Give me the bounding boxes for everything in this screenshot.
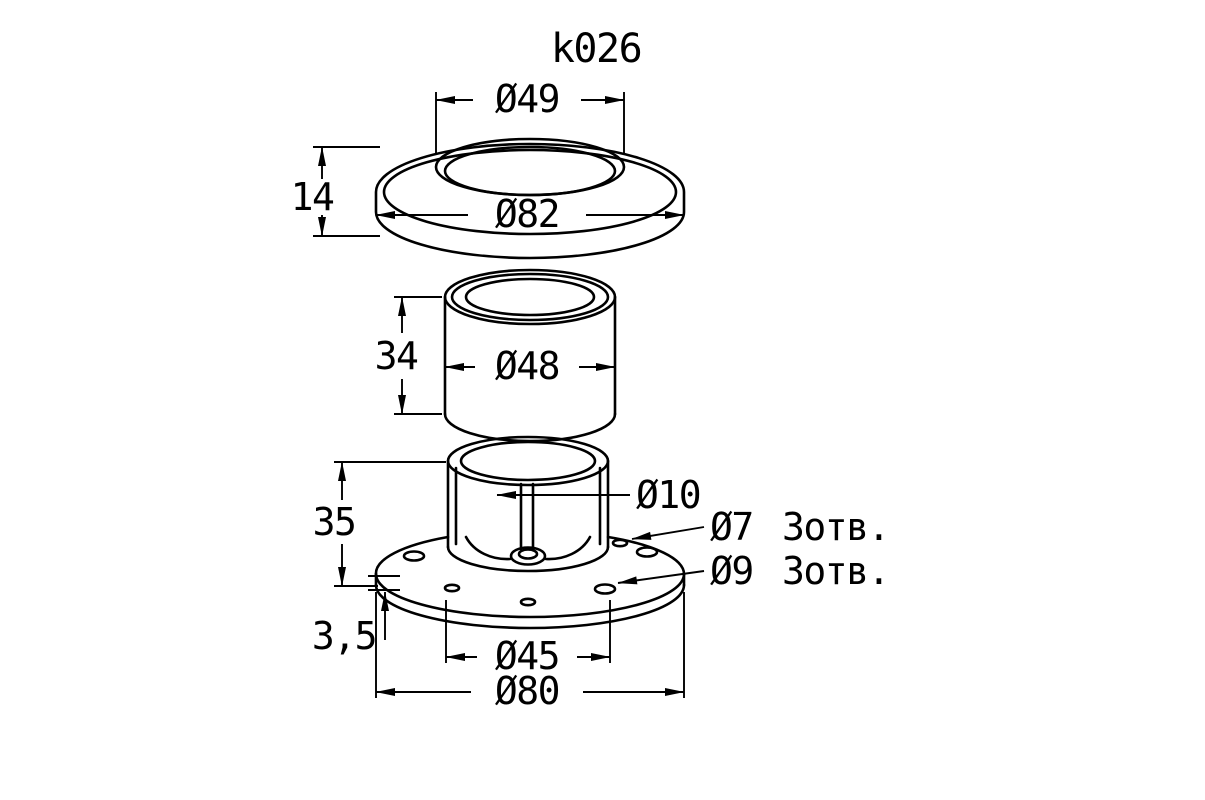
- dim-h35: 35: [313, 461, 446, 587]
- dim-h14: 14: [291, 146, 380, 237]
- dim-d45: Ø45: [445, 600, 611, 678]
- flange-top-front-arc: [374, 572, 686, 619]
- tube-arch-right: [544, 535, 592, 561]
- part-code-label: k026: [551, 26, 641, 72]
- flange-bottom-arc: [374, 583, 686, 630]
- dim-d80-label: Ø80: [495, 669, 559, 713]
- hole-d9-right: [635, 546, 659, 558]
- center-boss: [509, 546, 547, 566]
- hole-d7-bottom-center: [519, 597, 537, 607]
- bushing-part: [443, 268, 617, 443]
- dim-d9-qty-label: 3отв.: [782, 549, 889, 593]
- dim-d7-label: Ø7: [710, 505, 753, 549]
- dim-h14-label: 14: [291, 175, 334, 219]
- dim-h34-label: 34: [375, 334, 418, 378]
- dim-d7: Ø7 3отв.: [631, 505, 890, 549]
- dim-d10-label: Ø10: [636, 473, 700, 517]
- dim-d7-qty-label: 3отв.: [782, 505, 889, 549]
- hole-d9-left: [402, 550, 426, 562]
- center-boss-hole: [517, 548, 539, 560]
- hole-d9-bottom-right: [593, 583, 617, 595]
- dim-d9: Ø9 3отв.: [617, 549, 890, 593]
- dim-h34: 34: [375, 296, 442, 415]
- dim-d82-label: Ø82: [495, 192, 559, 236]
- flange-top-edge-left: [374, 535, 450, 576]
- dim-d82: Ø82: [375, 192, 685, 236]
- dim-d10: Ø10: [496, 473, 702, 517]
- dim-d49: Ø49: [435, 77, 625, 153]
- dim-d9-label: Ø9: [710, 549, 753, 593]
- bushing-bore: [464, 277, 596, 317]
- dim-d7-leader: [631, 526, 705, 540]
- hole-d7-bottom-left: [443, 583, 461, 593]
- dim-d45-label: Ø45: [495, 634, 559, 678]
- ring-crest-line: [382, 148, 678, 236]
- tube-rim-inner: [459, 440, 597, 482]
- dim-d9-leader: [617, 570, 705, 585]
- dim-t35: 3,5: [312, 575, 400, 658]
- flange-part: [374, 435, 686, 630]
- dim-d80: Ø80: [375, 592, 685, 713]
- hole-d7-top-right: [611, 538, 629, 548]
- dim-d49-label: Ø49: [495, 77, 559, 121]
- ring-hole-inner: [443, 145, 617, 197]
- tube-rim-outer: [446, 435, 610, 487]
- bushing-rim-chamfer: [450, 272, 610, 322]
- tube-arch-left: [464, 535, 512, 561]
- bushing-rim-outer: [443, 268, 617, 326]
- dim-h35-label: 35: [313, 500, 356, 544]
- tube-base-arc: [446, 545, 610, 573]
- dim-t35-label: 3,5: [312, 614, 376, 658]
- dim-d48-label: Ø48: [495, 344, 559, 388]
- dim-d48: Ø48: [444, 344, 616, 388]
